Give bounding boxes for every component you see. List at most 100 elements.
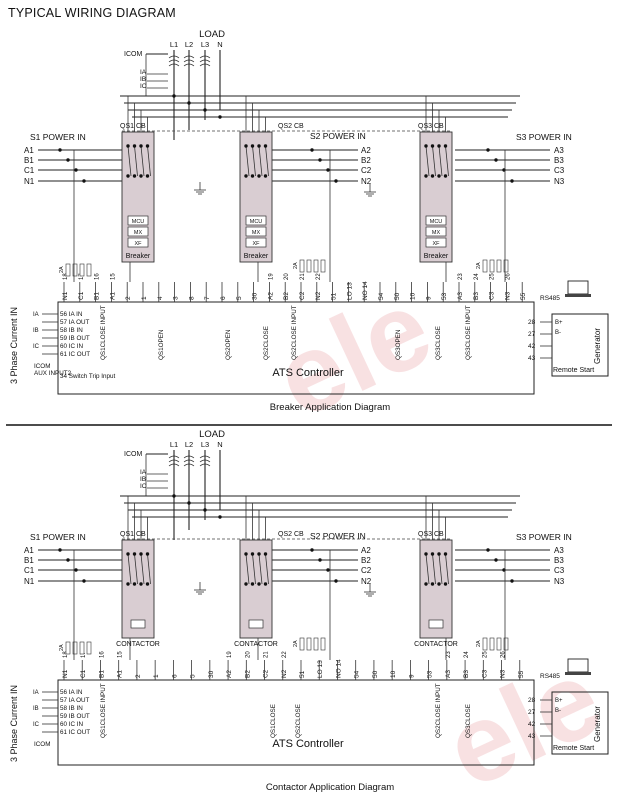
contactor-coil-icon	[428, 619, 444, 629]
current-in-side-label: 3 Phase Current IN	[9, 307, 19, 384]
junction-dot	[257, 174, 261, 178]
function-label: QS2CLOSE	[263, 326, 270, 360]
switch-contact-icon	[127, 553, 132, 585]
generator-terminal-label: 43	[528, 355, 536, 362]
junction-dot	[326, 568, 330, 572]
s2-phase-label: C2	[361, 166, 372, 175]
coil-label: XF	[134, 241, 142, 247]
ats-controller-box	[57, 301, 535, 395]
terminal-number: 19	[227, 651, 233, 658]
terminal-label: 30	[252, 292, 259, 300]
junction-dot	[430, 174, 435, 178]
terminal-label: 51	[299, 670, 306, 678]
fuse-icon	[313, 637, 319, 651]
ats-controller-title: ATS Controller	[272, 367, 344, 379]
junction-dot	[263, 552, 268, 556]
current-in-side-label: 3 Phase Current IN	[9, 685, 19, 762]
switch-contact-icon	[140, 553, 145, 585]
junction-dot	[263, 174, 268, 178]
switch-contact-icon	[245, 553, 250, 585]
s2-phase-label: A2	[361, 546, 371, 555]
fuse-icon	[503, 637, 509, 651]
function-label: QS2CLOSE INPUT	[291, 305, 298, 360]
laptop-base-icon	[565, 294, 591, 297]
junction-dot	[172, 94, 176, 98]
generator-terminal-label: 42	[528, 721, 536, 728]
coil-label: XF	[432, 241, 440, 247]
contactor-coil-icon	[130, 619, 146, 629]
junction-dot	[139, 174, 143, 178]
junction-dot	[187, 101, 191, 105]
junction-dot	[437, 582, 441, 586]
junction-dot	[145, 582, 150, 586]
terminal-number: 17	[79, 273, 85, 280]
junction-dot	[250, 582, 255, 586]
fuse-icon	[306, 259, 312, 273]
fuse-icon	[306, 637, 312, 651]
junction-dot	[139, 552, 143, 556]
terminal-label: B1	[98, 670, 105, 678]
terminal-number: 23	[446, 651, 452, 658]
switch-1-name: QS1 CB	[120, 531, 146, 538]
s2-title: S2 POWER IN	[310, 531, 366, 541]
terminal-label: 3	[173, 296, 180, 300]
fuse-icon	[65, 263, 71, 277]
generator-terminal-label: 28	[528, 697, 536, 704]
coil-mcu-icon	[127, 215, 149, 226]
load-phase-label: L1	[170, 40, 178, 49]
terminal-number: 23	[458, 273, 464, 280]
load-phase-label: L3	[201, 40, 209, 49]
s2-phase-label: N2	[361, 577, 372, 586]
generator-pin-label: B+	[555, 698, 563, 704]
switch-3-type: Breaker	[424, 253, 449, 260]
ats-controller-box	[57, 679, 535, 766]
terminal-label: C1	[80, 669, 87, 678]
fuse-icon	[320, 259, 326, 273]
terminal-label: N2	[281, 669, 288, 678]
junction-dot	[430, 582, 435, 586]
terminal-label: 1	[153, 674, 160, 678]
ct-label: IC	[140, 483, 147, 490]
fuse-icon	[79, 263, 85, 277]
terminal-number: 20	[245, 651, 251, 658]
terminal-number: 24	[474, 273, 480, 280]
coil-label: MCU	[132, 219, 145, 225]
terminal-label: 53	[427, 670, 434, 678]
terminal-number: 18	[63, 273, 69, 280]
coil-label: MX	[432, 230, 441, 236]
fuse-icon	[489, 259, 495, 273]
load-label: LOAD	[199, 429, 225, 440]
s3-phase-label: N3	[554, 577, 565, 586]
s3-phase-label: C3	[554, 166, 565, 175]
icom-label: ICOM	[124, 51, 142, 58]
junction-dot	[310, 148, 314, 152]
fuse-icon	[482, 637, 488, 651]
switch-1-type: CONTACTOR	[116, 641, 160, 648]
junction-dot	[218, 115, 222, 119]
terminal-label: C3	[489, 291, 496, 300]
contactor-coil-icon	[248, 619, 264, 629]
junction-dot	[334, 579, 338, 583]
terminal-label: N3	[500, 669, 507, 678]
current-input-label: 58 IB IN	[60, 327, 83, 334]
terminal-label: A2	[267, 292, 274, 300]
coil-label: XF	[252, 241, 260, 247]
function-label: QS3CLOSE	[465, 704, 472, 738]
junction-dot	[443, 582, 448, 586]
terminal-label: LO 13	[317, 660, 324, 678]
function-label: QS3CLOSE	[435, 326, 442, 360]
s1-phase-label: B1	[24, 556, 34, 565]
fuse-label: 2A	[59, 266, 65, 273]
terminal-label: 54	[354, 670, 361, 678]
load-phase-label: L3	[201, 440, 209, 449]
fuse-icon	[482, 259, 488, 273]
switch-contact-icon	[445, 145, 449, 177]
junction-dot	[486, 548, 490, 552]
terminal-number: 17	[81, 651, 87, 658]
current-input-label: 58 IB IN	[60, 705, 83, 712]
junction-dot	[126, 174, 130, 178]
laptop-icon	[567, 280, 589, 295]
junction-dot	[203, 108, 207, 112]
rs485-label: RS485	[540, 295, 560, 302]
